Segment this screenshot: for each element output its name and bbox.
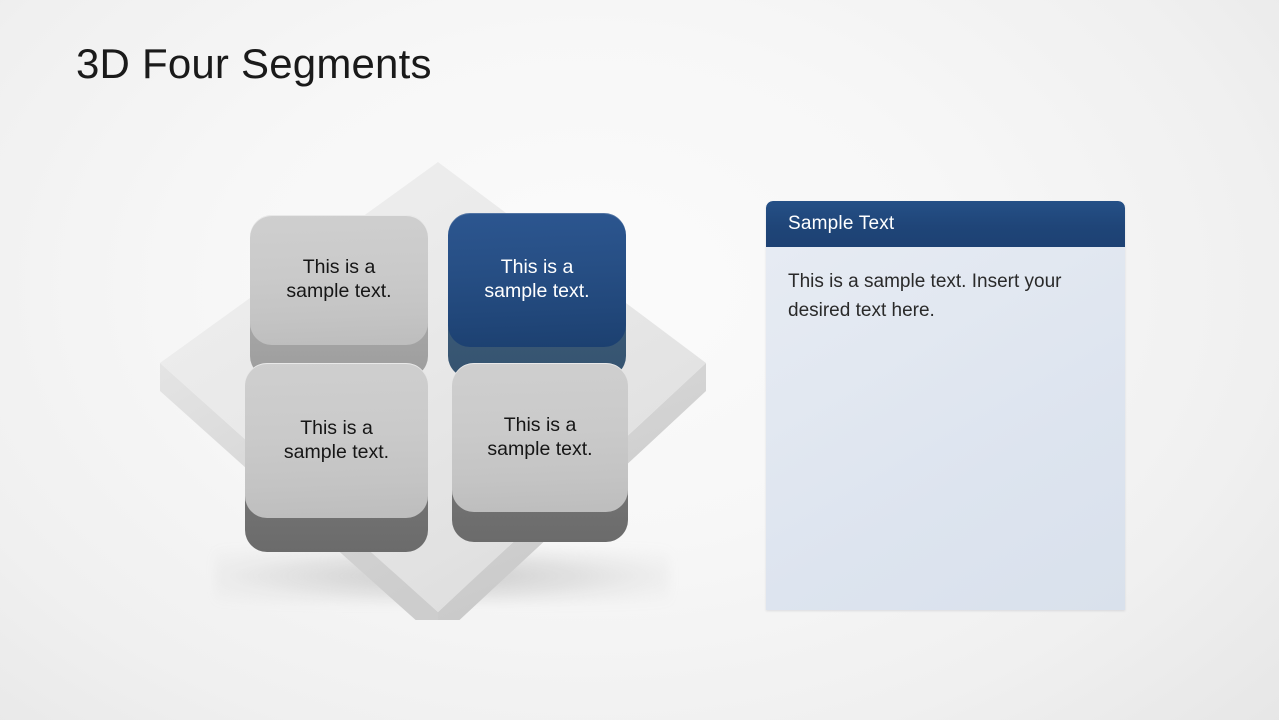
panel-header: Sample Text [766,201,1125,247]
segment-top-left[interactable]: This is a sample text. [250,215,428,345]
sample-text-panel: Sample Text This is a sample text. Inser… [766,201,1125,610]
segment-bottom-right-line1: This is a [503,413,577,436]
segment-bottom-right-label: This is a sample text. [487,414,592,462]
segment-top-left-line2: sample text. [286,280,392,302]
segment-bottom-right-line2: sample text. [487,437,593,460]
panel-body[interactable]: This is a sample text. Insert your desir… [766,247,1125,610]
segment-top-right-line2: sample text. [484,280,590,302]
segment-bottom-left-line2: sample text. [283,440,390,463]
segment-top-right[interactable]: This is a sample text. [448,213,626,347]
segment-bottom-left[interactable]: This is a sample text. [245,363,428,518]
segment-top-left-label: This is a sample text. [286,256,391,304]
segment-bottom-right[interactable]: This is a sample text. [452,363,628,512]
segment-top-left-line1: This is a [302,256,376,279]
panel-header-title: Sample Text [788,213,895,234]
3d-four-segments-diagram: This is a sample text. This is a sample … [160,150,730,640]
segment-top-right-label: This is a sample text. [484,256,589,304]
panel-body-text: This is a sample text. Insert your desir… [788,271,1062,321]
segment-top-right-line1: This is a [500,256,574,279]
segment-bottom-left-line1: This is a [300,416,373,439]
segment-bottom-left-label: This is a sample text. [284,417,389,465]
page-title: 3D Four Segments [76,40,432,87]
